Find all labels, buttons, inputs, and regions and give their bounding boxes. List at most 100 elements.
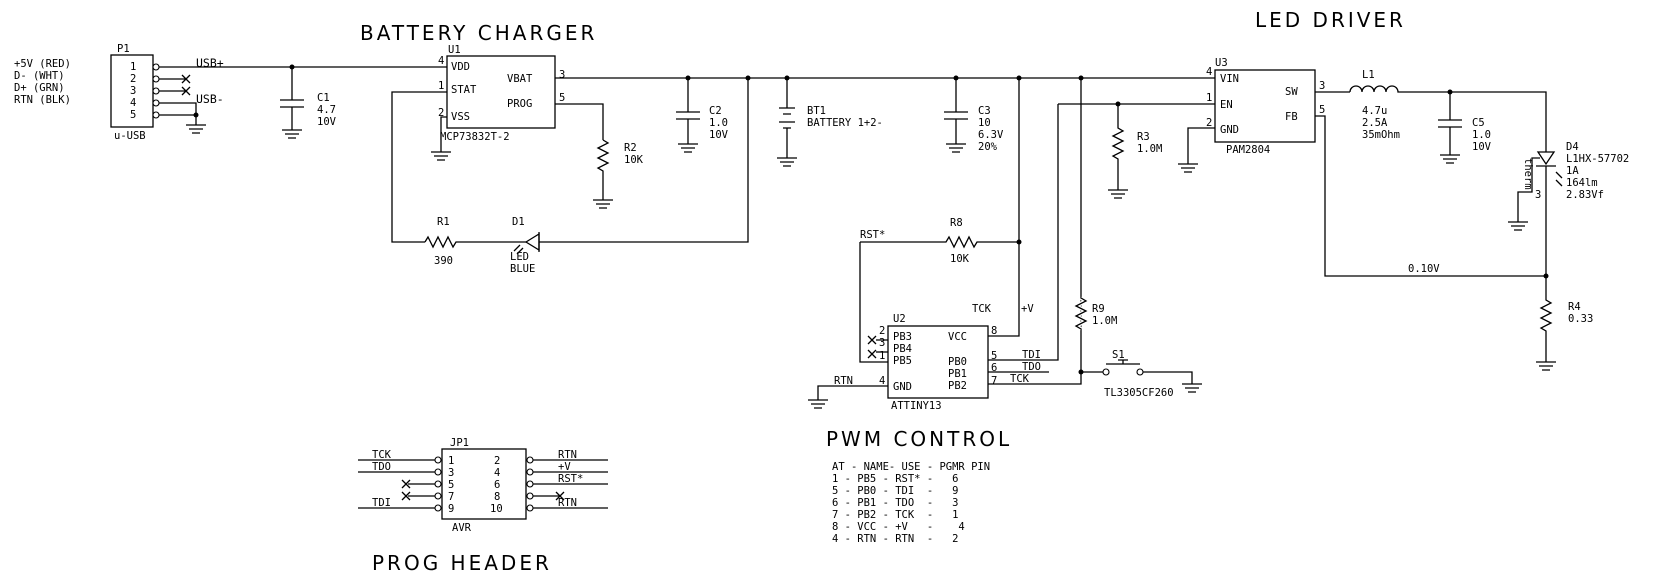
u1-ref: U1: [448, 44, 461, 56]
switch-s1: S1 TL3305CF260: [1081, 349, 1202, 399]
resistor-r1: R1 390: [424, 216, 510, 267]
s1-part: TL3305CF260: [1104, 387, 1174, 399]
resistor-r2: R2 10K: [593, 139, 644, 209]
net-rtn: RTN: [834, 375, 853, 387]
c1-rating: 10V: [317, 116, 337, 128]
bt1-ref: BT1: [807, 105, 826, 117]
u3-ref: U3: [1215, 57, 1228, 69]
u1-pin-stat: STAT: [451, 84, 477, 96]
u1-num-vss: 2: [438, 107, 444, 119]
u1-num-vdd: 4: [438, 55, 444, 67]
u2-num-7: 7: [991, 375, 997, 387]
usb-pin-4: 4: [130, 97, 136, 109]
l1-dcr: 35mOhm: [1362, 129, 1400, 141]
u3-body: [1214, 69, 1316, 143]
bt1-value: BATTERY 1+2-: [807, 117, 883, 129]
resistor-r4: R4 0.33: [1536, 276, 1593, 371]
c3-ref: C3: [978, 105, 991, 117]
u2-num-1: 1: [879, 350, 885, 362]
jp1-num-6: 6: [494, 479, 500, 491]
u3-num-en: 1: [1206, 92, 1212, 104]
u2-num-2: 2: [879, 325, 885, 337]
jp1-num-10: 10: [490, 503, 503, 515]
title-battery-charger: BATTERY CHARGER: [360, 21, 597, 45]
u1-pin-prog: PROG: [507, 98, 532, 110]
r3-value: 1.0M: [1137, 143, 1162, 155]
title-pwm-control: PWM CONTROL: [826, 427, 1012, 451]
net-fb-voltage: 0.10V: [1408, 263, 1440, 275]
u2-num-8: 8: [991, 325, 997, 337]
c3-tolerance: 20%: [978, 141, 998, 153]
u1-num-vbat: 3: [559, 69, 565, 81]
r1-ref: R1: [437, 216, 450, 228]
net-tdi: TDI: [1022, 349, 1041, 361]
u2-pin-pb4: PB4: [893, 343, 912, 355]
u3-pin-fb: FB: [1285, 111, 1298, 123]
c5-value: 1.0: [1472, 129, 1491, 141]
led-d4: therm 3 D4 L1HX-57702 1A 164lm 2.83Vf: [1508, 141, 1629, 276]
ic-u3-pam2804: U3 VIN EN GND SW FB 4 1 2 3 5 PAM2804: [1206, 57, 1325, 156]
pin-mapping-table: AT - NAME- USE - PGMR PIN 1 - PB5 - RST*…: [832, 461, 990, 545]
r3-ref: R3: [1137, 131, 1150, 143]
c5-rating: 10V: [1472, 141, 1492, 153]
inductor-l1: L1 4.7u 2.5A 35mOhm: [1349, 69, 1547, 152]
u1-pin-vdd: VDD: [451, 61, 470, 73]
u2-pin-pb3: PB3: [893, 331, 912, 343]
net-tck: TCK: [1010, 373, 1030, 385]
usb-pin-3: 3: [130, 85, 136, 97]
usb-label-3: D+ (GRN): [14, 82, 65, 94]
r9-ref: R9: [1092, 303, 1105, 315]
u2-pin-pb0: PB0: [948, 356, 967, 368]
c2-rating: 10V: [709, 129, 729, 141]
c3-value: 10: [978, 117, 991, 129]
usb-label-1: +5V (RED): [14, 58, 71, 70]
usb-label-2: D- (WHT): [14, 70, 65, 82]
capacitor-c5: C5 1.0 10V: [1438, 92, 1492, 164]
u3-pin-sw: SW: [1285, 86, 1298, 98]
usb-name: u-USB: [114, 130, 146, 142]
u1-body: [446, 55, 556, 129]
u2-pin-vcc: VCC: [948, 331, 967, 343]
r1-value: 390: [434, 255, 453, 267]
c2-ref: C2: [709, 105, 722, 117]
u2-num-4: 4: [879, 375, 885, 387]
u1-pin-vbat: VBAT: [507, 73, 533, 85]
d1-ref: D1: [512, 216, 525, 228]
d4-flux: 164lm: [1566, 177, 1598, 189]
capacitor-c2: C2 1.0 10V: [676, 78, 729, 153]
r8-ref: R8: [950, 217, 963, 229]
jp1-net-tck: TCK: [372, 449, 392, 461]
jp1-num-7: 7: [448, 491, 454, 503]
net-tck-top: TCK: [972, 303, 992, 315]
capacitor-c3: C3 10 6.3V 20%: [944, 78, 1004, 153]
battery-bt1: BT1 BATTERY 1+2-: [777, 78, 883, 167]
d4-vf: 2.83Vf: [1566, 189, 1604, 201]
l1-value: 4.7u: [1362, 105, 1387, 117]
jp1-net-tdi: TDI: [372, 497, 391, 509]
net-vplus: +V: [1021, 303, 1034, 315]
jp1-body: [441, 448, 527, 520]
u2-pin-pb1: PB1: [948, 368, 967, 380]
pin-table-row: 1 - PB5 - RST* - 6: [832, 473, 958, 485]
jp1-ref: JP1: [450, 437, 469, 449]
pin-table-row: 6 - PB1 - TDO - 3: [832, 497, 958, 509]
jp1-num-8: 8: [494, 491, 500, 503]
d4-pad-label: therm: [1522, 158, 1534, 190]
c1-ref: C1: [317, 92, 330, 104]
net-tdo: TDO: [1022, 361, 1041, 373]
u3-pin-en: EN: [1220, 99, 1233, 111]
c1-value: 4.7: [317, 104, 336, 116]
jp1-num-3: 3: [448, 467, 454, 479]
c2-value: 1.0: [709, 117, 728, 129]
jp1-name: AVR: [452, 522, 472, 534]
u3-pin-gnd: GND: [1220, 124, 1239, 136]
pin-table-row: 8 - VCC - +V - 4: [832, 521, 965, 533]
net-usb-plus: USB+: [196, 56, 224, 70]
u2-part: ATTINY13: [891, 400, 942, 412]
r2-value: 10K: [624, 154, 644, 166]
u2-ref: U2: [893, 313, 906, 325]
resistor-r3: R3 1.0M: [1108, 104, 1162, 199]
u3-num-vin: 4: [1206, 66, 1212, 78]
jp1-num-2: 2: [494, 455, 500, 467]
